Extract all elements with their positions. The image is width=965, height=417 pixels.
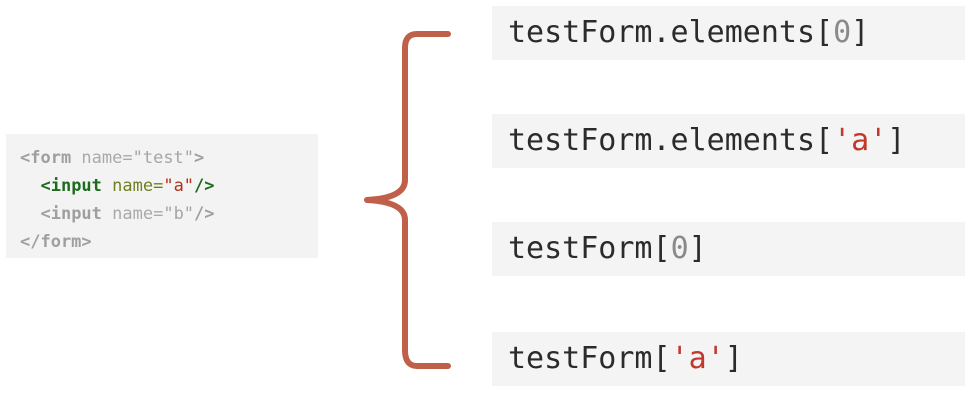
form-code-snippet: <form name="test"> <input name="a"/> <in… [6,134,318,258]
expression-prefix: testForm[ [508,231,671,266]
expression-suffix: ] [688,231,707,266]
input-a-name-attr: name= [101,176,164,196]
form-close-tag: </form> [20,232,92,252]
input-a-tag-close: /> [194,176,215,196]
expression-form-name: testForm['a'] [492,332,965,386]
expression-suffix: ] [724,341,743,376]
form-open-tag-close: > [194,148,205,168]
expression-prefix: testForm.elements[ [508,15,834,50]
indent [20,176,40,196]
expression-arg: 'a' [670,341,725,376]
input-b-tag: <input [40,204,102,224]
code-line-input-b: <input name="b"/> [20,200,318,228]
expression-suffix: ] [851,15,870,50]
input-b-name-attr: name= [101,204,164,224]
indent [20,204,40,224]
expression-arg: 0 [670,231,689,266]
curly-brace-connector [364,31,451,369]
curly-brace-path [364,31,451,369]
expression-prefix: testForm.elements[ [508,123,834,158]
expression-arg: 'a' [833,123,888,158]
expression-arg: 0 [833,15,852,50]
input-b-tag-close: /> [194,204,215,224]
expression-elements-name: testForm.elements['a'] [492,114,965,168]
form-open-tag: <form [20,148,72,168]
input-a-tag: <input [40,176,102,196]
expression-prefix: testForm[ [508,341,671,376]
form-name-attr: name= [71,148,133,168]
expression-elements-index: testForm.elements[0] [492,6,965,60]
expression-form-index: testForm[0] [492,222,965,276]
input-b-name-value: "b" [163,204,195,224]
code-line-form-open: <form name="test"> [20,144,318,172]
form-name-value: "test" [132,148,195,168]
input-a-name-value: "a" [163,176,195,196]
expression-suffix: ] [887,123,906,158]
code-line-form-close: </form> [20,228,318,256]
code-line-input-a: <input name="a"/> [20,172,318,200]
